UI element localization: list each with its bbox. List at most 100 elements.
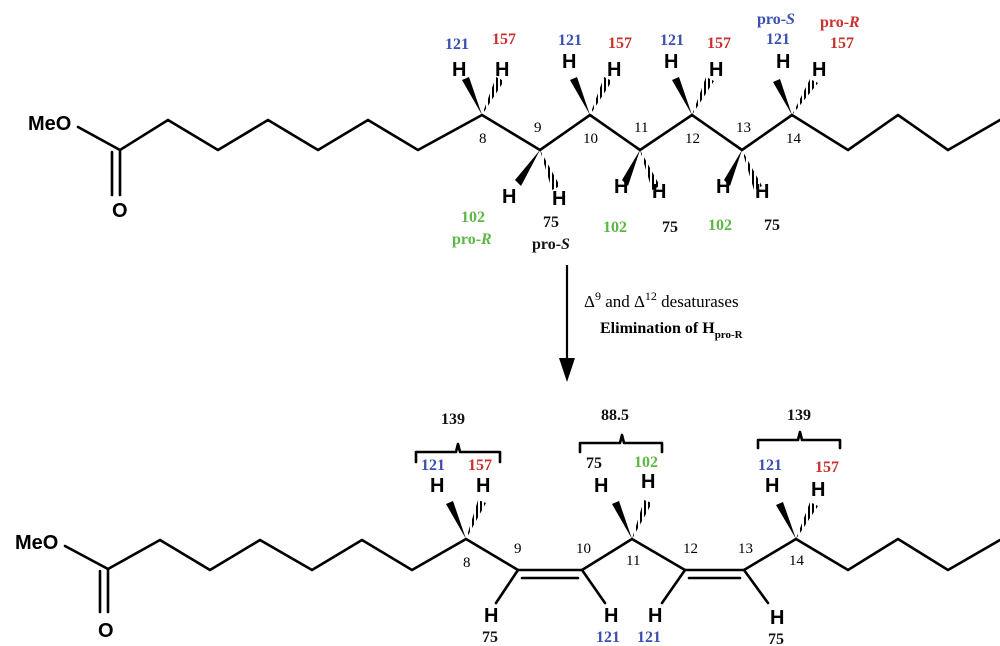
label-c14-proS: 121	[766, 31, 790, 48]
label-c10-proR: 157	[608, 35, 632, 52]
hash-bond	[632, 500, 652, 539]
carbon-13-label: 13	[736, 120, 751, 136]
hydrogen: H	[552, 188, 566, 210]
hydrogen: H	[648, 605, 662, 627]
hydrogen: H	[476, 475, 490, 497]
label-c11-proS: 75	[662, 219, 678, 236]
hydrogen: H	[716, 176, 730, 198]
bracket-c11	[578, 433, 664, 454]
wedge-bond	[612, 501, 632, 539]
reactant-molecule: MeO O 8 9 10 11 12 13 14 H H 121 157 H H…	[28, 11, 1000, 253]
hydrogen: H	[709, 59, 723, 81]
hash-bond	[742, 150, 762, 190]
carbon-9-label: 9	[534, 120, 542, 136]
label-c8-proS: 121	[445, 36, 469, 53]
label-c14-proS-tag: pro-S	[757, 11, 795, 28]
carbon-10-label: 10	[576, 541, 591, 557]
carbonyl-oxygen: O	[98, 620, 114, 642]
hydrogen: H	[770, 607, 784, 629]
label-c13-proS: 75	[764, 217, 780, 234]
meo-label: MeO	[28, 113, 71, 135]
wedge-bond	[570, 77, 590, 115]
hydrogen: H	[562, 51, 576, 73]
hydrogen: H	[594, 475, 608, 497]
carbon-8-label: 8	[479, 131, 487, 147]
product-backbone	[63, 537, 1000, 572]
carbonyl-oxygen: O	[112, 200, 128, 222]
hash-bond	[640, 150, 660, 190]
label-c9-proR: 102	[461, 209, 485, 226]
carbon-10-label: 10	[583, 131, 598, 147]
label-c8-proR: 157	[492, 31, 516, 48]
hydrogen: H	[652, 181, 666, 203]
hydrogen: H	[755, 181, 769, 203]
carbon-11-label: 11	[634, 120, 648, 136]
wedge-bond	[446, 501, 466, 539]
arrow-elimination: Elimination of Hpro-R	[600, 320, 744, 341]
carbon-14-label: 14	[789, 553, 805, 569]
wedge-bond	[462, 77, 482, 115]
carbon-12-label: 12	[685, 131, 700, 147]
label-c14-121: 121	[758, 457, 782, 474]
bracket-value-c8: 139	[441, 411, 465, 428]
carbon-13-label: 13	[738, 541, 753, 557]
label-c9-proS: 75	[543, 214, 559, 231]
hydrogen: H	[495, 59, 509, 81]
bracket-c14	[756, 430, 842, 450]
label-c14-proR: 157	[830, 35, 854, 52]
product-molecule: MeO O 8 9 10 11 12 13 14 139 88.5 139 H …	[15, 407, 1000, 646]
label-c12-proS: 121	[660, 32, 684, 49]
hydrogen: H	[664, 51, 678, 73]
label-c12-proR: 157	[707, 35, 731, 52]
hash-bond	[792, 79, 818, 115]
label-c11-75: 75	[586, 455, 602, 472]
reaction-arrow: Δ9 and Δ12 desaturases Elimination of Hp…	[559, 265, 744, 382]
label-c10-proS: 121	[558, 32, 582, 49]
arrow-condition: Δ9 and Δ12 desaturases	[584, 289, 739, 311]
wedge-bond	[776, 502, 796, 539]
label-c11-102: 102	[634, 454, 658, 471]
hydrogen: H	[604, 605, 618, 627]
label-c14-157: 157	[815, 459, 839, 476]
wedge-bond	[622, 150, 640, 186]
hash-bond	[796, 502, 818, 539]
wedge-bond	[724, 150, 742, 186]
hash-bond	[540, 150, 560, 190]
bracket-value-c11: 88.5	[601, 407, 629, 424]
hydrogen: H	[776, 51, 790, 73]
label-c12-vinyl: 121	[637, 629, 661, 646]
hydrogen: H	[641, 471, 655, 493]
hydrogen: H	[811, 479, 825, 501]
hash-bond	[466, 500, 486, 539]
label-c9-proR-tag: pro-R	[452, 231, 492, 248]
label-c14-proR-tag: pro-R	[820, 14, 860, 31]
carbon-12-label: 12	[683, 541, 698, 557]
carbon-11-label: 11	[626, 553, 640, 569]
hydrogen: H	[430, 475, 444, 497]
carbon-14-label: 14	[786, 131, 802, 147]
label-c10-vinyl: 121	[596, 629, 620, 646]
label-c13-vinyl: 75	[768, 631, 784, 646]
label-c13-proR: 102	[708, 217, 732, 234]
hydrogen: H	[484, 605, 498, 627]
hydrogen: H	[812, 59, 826, 81]
carbon-9-label: 9	[514, 541, 522, 557]
hydrogen: H	[502, 186, 516, 208]
label-c11-proR: 102	[603, 219, 627, 236]
label-c8-121: 121	[421, 457, 445, 474]
hash-bond	[482, 77, 504, 115]
hydrogen: H	[765, 475, 779, 497]
hash-bond	[590, 77, 612, 115]
hydrogen: H	[452, 59, 466, 81]
bracket-value-c14: 139	[787, 407, 811, 424]
label-c8-157: 157	[468, 457, 492, 474]
hash-bond	[692, 77, 714, 115]
hydrogen: H	[607, 59, 621, 81]
label-c9-vinyl: 75	[482, 629, 498, 646]
wedge-bond	[515, 150, 540, 186]
hydrogen: H	[614, 176, 628, 198]
meo-label: MeO	[15, 532, 58, 554]
bracket-c8	[414, 442, 502, 464]
wedge-bond	[672, 77, 692, 115]
